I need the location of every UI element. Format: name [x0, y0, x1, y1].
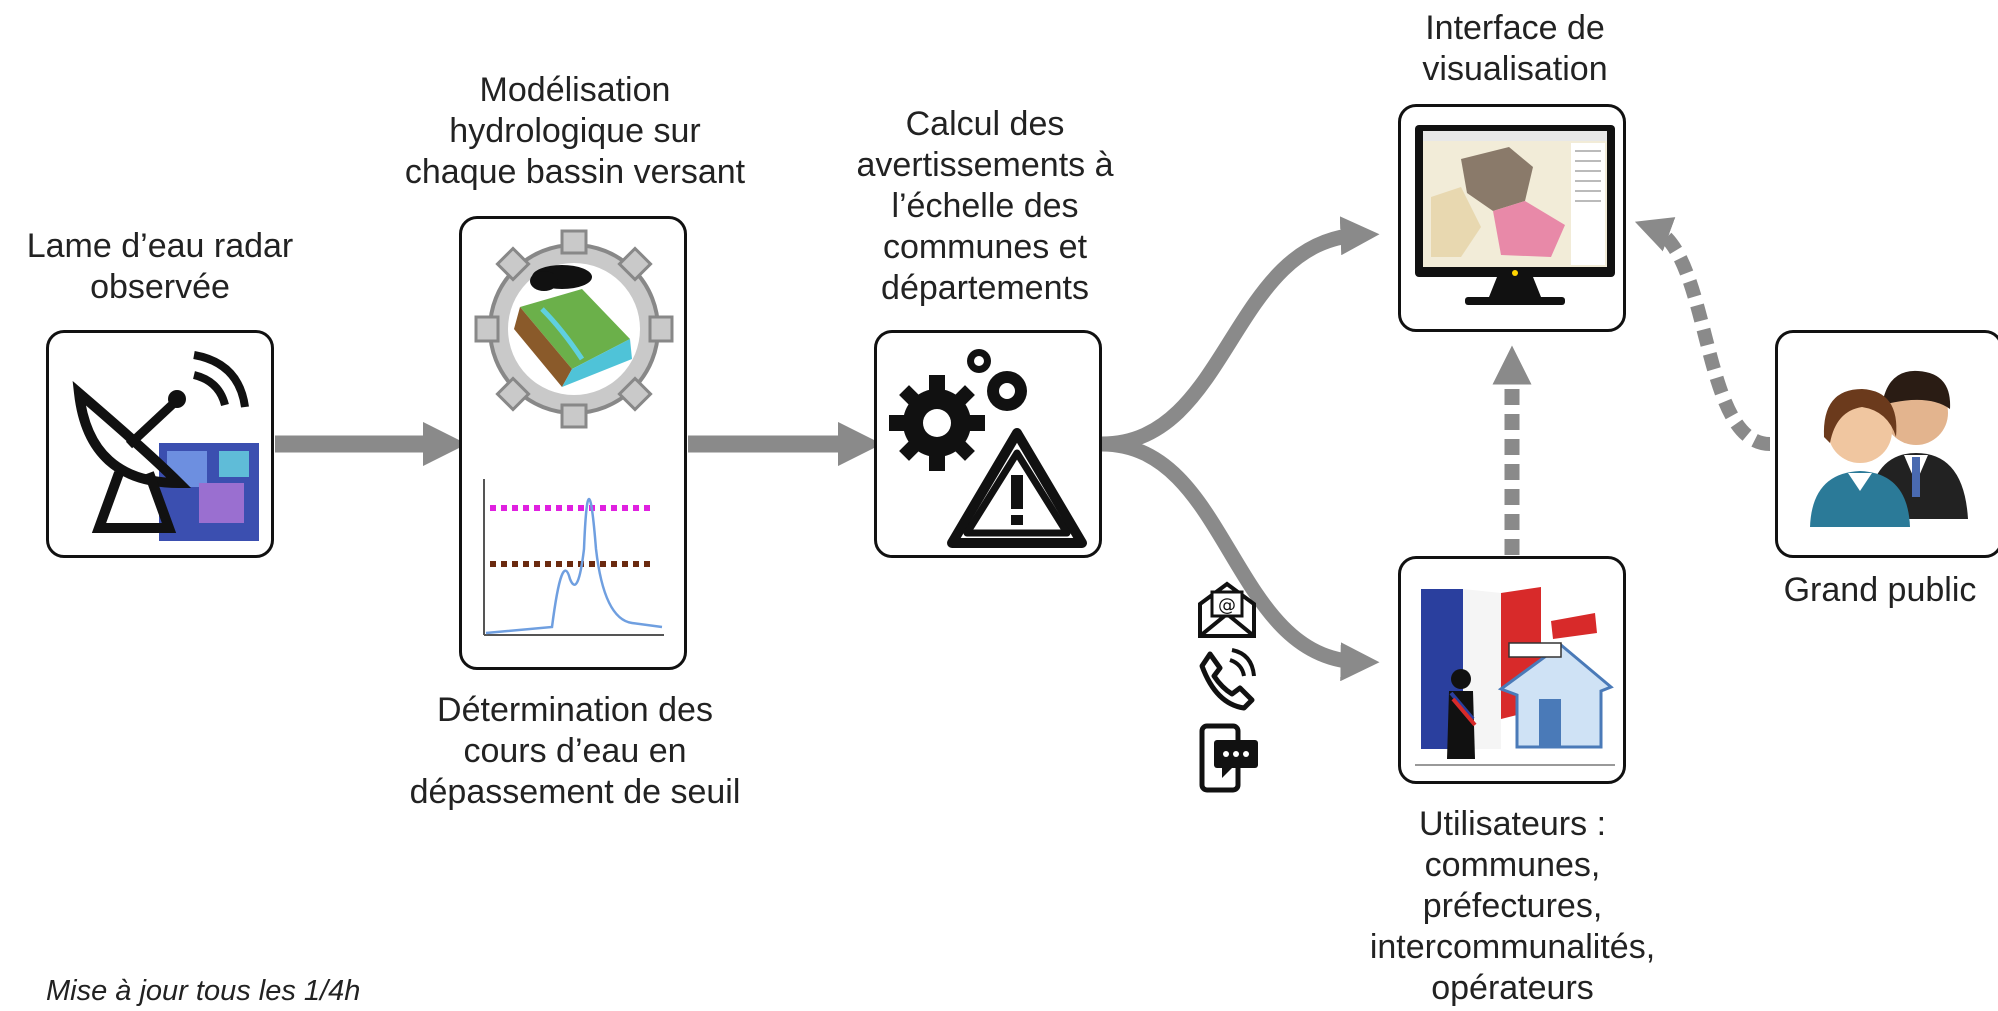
radar-dish-icon	[72, 351, 259, 541]
radar-label: Lame d’eau radar observée	[26, 227, 294, 306]
monitor-map-icon	[1415, 125, 1615, 305]
arrow-warnings-to-users	[1101, 436, 1380, 682]
users-label: Utilisateurs : communes, préfectures, in…	[1369, 805, 1656, 1007]
gears-warning-icon	[889, 349, 1087, 548]
phone-call-icon	[1199, 648, 1256, 711]
public-box	[1775, 330, 1998, 558]
gear-watershed-icon	[474, 229, 674, 636]
warnings-label: Calcul des avertissements à l’échelle de…	[856, 105, 1114, 307]
interface-label: Interface de visualisation	[1422, 9, 1608, 88]
modelling-label-top: Modélisation hydrologique sur chaque bas…	[404, 71, 746, 191]
sms-icon	[1199, 723, 1258, 793]
modelling-label-bottom: Détermination des cours d’eau en dépasse…	[409, 691, 741, 811]
users-box	[1398, 556, 1626, 784]
interface-box	[1398, 104, 1626, 332]
update-frequency-note: Mise à jour tous les 1/4h	[46, 975, 361, 1007]
arrow-warnings-to-interface	[1101, 216, 1380, 452]
svg-text:@: @	[1218, 595, 1236, 616]
email-icon: @	[1198, 581, 1256, 638]
warnings-box	[874, 330, 1102, 558]
public-label: Grand public	[1783, 571, 1977, 609]
people-icon	[1810, 370, 1968, 527]
modelling-box	[459, 216, 687, 670]
arrow-public-to-interface	[1634, 217, 1771, 451]
mairie-flag-icon	[1415, 587, 1615, 766]
radar-box	[46, 330, 274, 558]
